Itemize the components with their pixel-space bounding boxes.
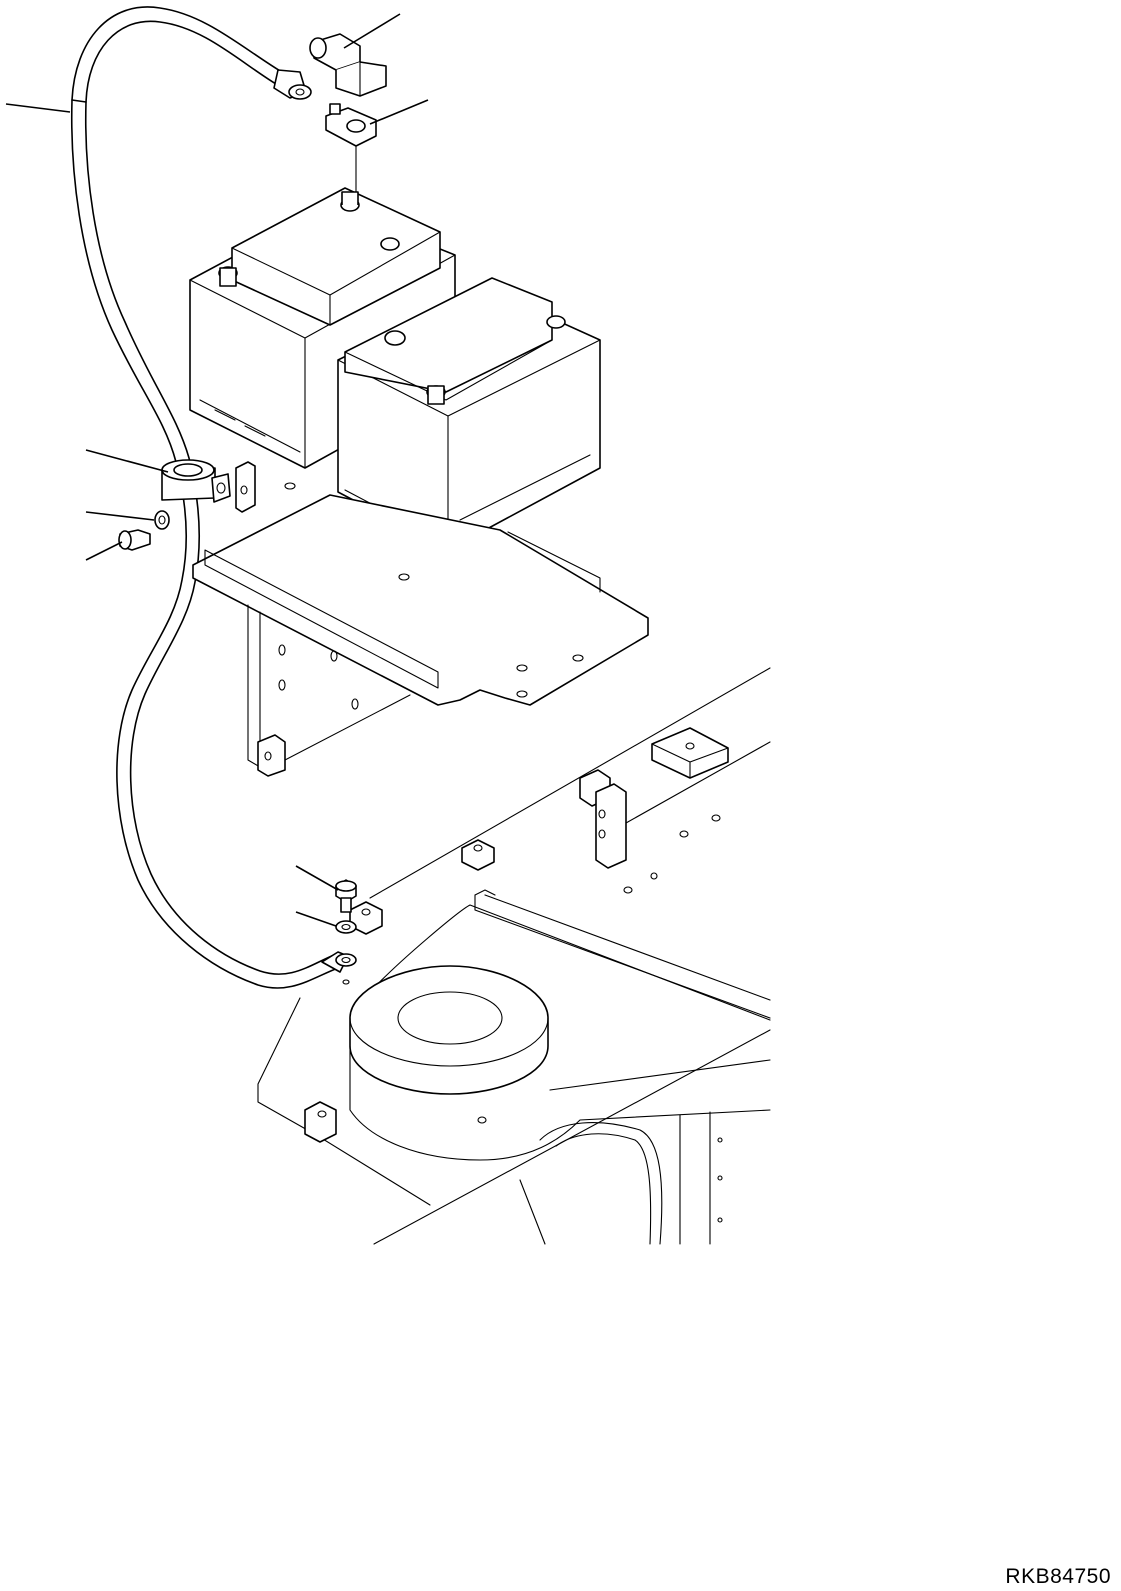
leader-lines: [5, 13, 429, 927]
washer-lower: [335, 920, 357, 934]
battery-tray: [192, 461, 649, 777]
leader-ground-cable: [5, 103, 71, 113]
revolving-frame: [257, 667, 771, 1245]
bolt-upper: [118, 529, 151, 551]
leader-bolt-upper: [85, 541, 123, 561]
cable-terminal-lower: [321, 951, 357, 973]
leader-washer-upper: [85, 511, 155, 521]
cable-terminal-upper: [273, 69, 312, 100]
leader-washer-lower: [295, 911, 337, 927]
leader-bolt-lower: [295, 865, 339, 891]
leader-terminal-cover: [343, 13, 401, 49]
washer-upper: [154, 510, 170, 530]
leader-cable-clamp: [85, 449, 169, 473]
bolt-lower: [335, 879, 357, 913]
battery-clamp: [325, 103, 377, 201]
cable-clamp: [161, 459, 231, 503]
leader-battery-clamp: [369, 99, 429, 125]
terminal-cover: [309, 33, 387, 97]
drawing-reference-code: RKB84750: [1005, 1565, 1111, 1588]
